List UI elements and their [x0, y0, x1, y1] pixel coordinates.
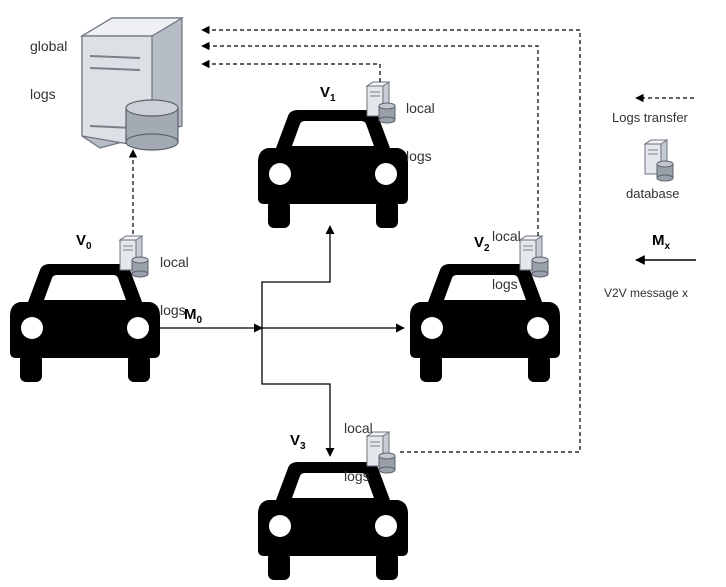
global-logs-line1: global — [30, 38, 68, 54]
local-logs-line1: local — [344, 420, 373, 436]
global-logs-line2: logs — [30, 86, 56, 102]
legend-logs-transfer-label: Logs transfer — [612, 110, 688, 125]
local-logs-line2: logs — [160, 302, 186, 318]
local-logs-label-v0: local logs — [160, 222, 189, 334]
vehicle-name: V — [320, 84, 331, 101]
global-server-icon — [79, 17, 185, 151]
local-logs-label-v3: local logs — [344, 388, 373, 500]
message-name: M — [184, 306, 197, 323]
global-logs-label: global logs — [30, 6, 67, 118]
car-v0-icon — [10, 264, 160, 382]
local-logs-line1: local — [160, 254, 189, 270]
car-v3-icon — [258, 462, 408, 580]
local-logs-label-v1: local logs — [406, 68, 435, 180]
legend-mx-name: M — [652, 232, 665, 249]
legend-database-label: database — [626, 186, 680, 201]
vehicle-name: V — [290, 432, 301, 449]
vehicle-label-v3: V3 — [290, 432, 306, 452]
local-logs-line2: logs — [492, 276, 518, 292]
vehicle-label-v0: V0 — [76, 232, 92, 252]
local-logs-line2: logs — [344, 468, 370, 484]
vehicle-sub: 2 — [484, 243, 490, 254]
vehicle-name: V — [474, 234, 485, 251]
car-v1-icon — [258, 110, 408, 228]
vehicle-sub: 3 — [300, 441, 306, 452]
message-label-m0: M0 — [184, 306, 202, 326]
vehicle-sub: 0 — [86, 241, 92, 252]
local-logs-label-v2: local logs — [492, 196, 521, 308]
local-logs-line1: local — [406, 100, 435, 116]
car-v2-icon — [410, 264, 560, 382]
legend-mx-label: Mx — [652, 232, 670, 252]
vehicle-label-v1: V1 — [320, 84, 336, 104]
logs-transfer-arrows — [128, 25, 581, 453]
v2v-message-arrows — [160, 225, 405, 457]
legend-database-icon — [644, 139, 674, 182]
legend-mx-sub: x — [664, 241, 671, 252]
vehicle-sub: 1 — [330, 93, 336, 104]
local-logs-line1: local — [492, 228, 521, 244]
local-logs-line2: logs — [406, 148, 432, 164]
legend-v2v-message-label: V2V message x — [604, 286, 689, 300]
vehicle-label-v2: V2 — [474, 234, 490, 254]
vehicle-name: V — [76, 232, 87, 249]
message-sub: 0 — [196, 315, 203, 326]
